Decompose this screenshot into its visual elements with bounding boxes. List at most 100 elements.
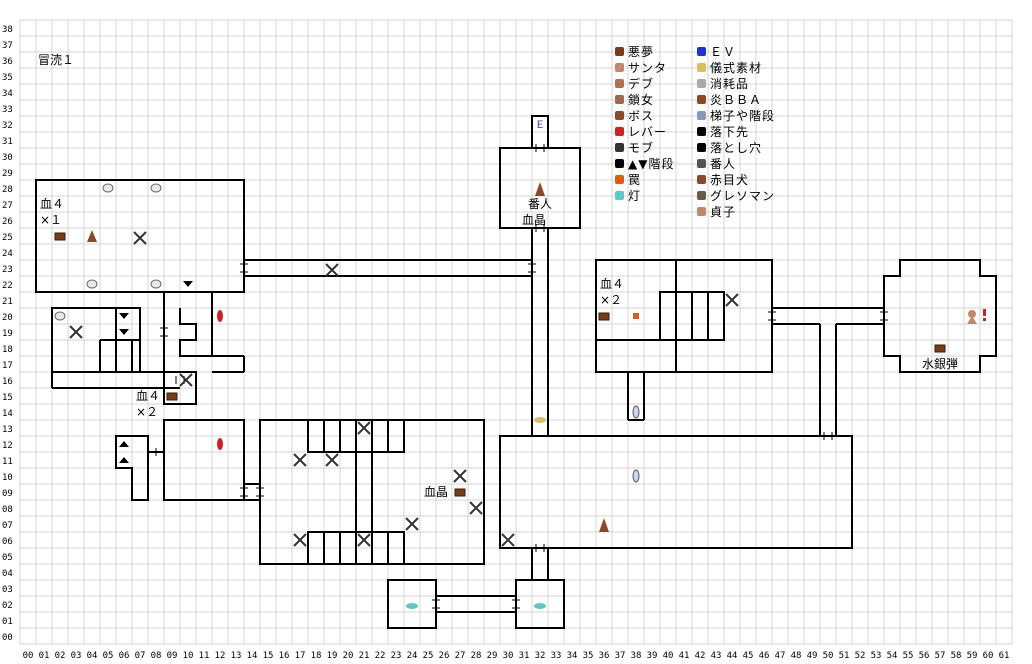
legend-label: モブ [628, 140, 654, 155]
x-axis-label: 40 [663, 651, 674, 661]
x-axis-label: 28 [471, 651, 482, 661]
y-axis-label: 29 [2, 169, 13, 179]
y-axis-label: 23 [2, 265, 13, 275]
x-axis-label: 36 [599, 651, 610, 661]
legend-item: サンタ [615, 61, 666, 75]
guard-icon [697, 159, 706, 168]
santa-icon [615, 63, 624, 72]
x-axis-label: 32 [535, 651, 546, 661]
room-note-times: ×１ [40, 213, 62, 227]
x-axis-label: 47 [775, 651, 786, 661]
boss-icon [615, 111, 624, 120]
legend-item: 罠 [615, 173, 640, 187]
x-axis-label: 21 [359, 651, 370, 661]
legend-item: 赤目犬 [697, 173, 749, 187]
x-axis-label: 02 [55, 651, 66, 661]
y-axis-label: 04 [2, 569, 13, 579]
stairs-down-icon [119, 313, 129, 319]
ladder-icon [697, 111, 706, 120]
x-axis-label: 45 [743, 651, 754, 661]
stairs-up-icon [119, 441, 129, 447]
y-axis-label: 34 [2, 89, 13, 99]
legend-label: 番人 [710, 157, 736, 171]
legend: 悪夢サンタデブ鎖女ボスレバーモブ▲▼階段罠灯ＥＶ儀式素材消耗品炎ＢＢＡ梯子や階段… [615, 45, 775, 219]
ritual-material-icon [697, 63, 706, 72]
consumable-icon [86, 279, 98, 289]
y-axis-label: 09 [2, 489, 13, 499]
consumable-icon [102, 183, 114, 193]
y-axis-label: 25 [2, 233, 13, 243]
mob-icon [725, 293, 739, 307]
ladder-icon [632, 469, 640, 483]
legend-item: グレソマン [697, 189, 775, 203]
y-axis-label: 02 [2, 601, 13, 611]
y-axis-label: 11 [2, 457, 13, 467]
y-axis-label: 18 [2, 345, 13, 355]
x-axis-label: 59 [967, 651, 978, 661]
room-note-blood: 血４ [600, 277, 624, 291]
legend-item: デブ [615, 76, 654, 91]
x-axis-label: 18 [311, 651, 322, 661]
guard-icon [535, 182, 545, 196]
legend-label: 落とし穴 [710, 140, 762, 155]
x-axis-label: 04 [87, 651, 98, 661]
legend-item: 番人 [697, 157, 736, 171]
y-axis-label: 13 [2, 425, 13, 435]
y-axis-label: 31 [2, 137, 13, 147]
x-axis-label: 42 [695, 651, 706, 661]
legend-label: ▲▼階段 [628, 156, 674, 171]
chest-icon [454, 488, 466, 497]
lamp-icon [406, 603, 418, 609]
blood-crystal-icon [217, 310, 223, 322]
x-axis-label: 34 [567, 651, 578, 661]
mob-icon [325, 453, 339, 467]
mob-icon [501, 533, 515, 547]
x-axis-label: 53 [871, 651, 882, 661]
mob-icon [293, 453, 307, 467]
y-axis-label: 20 [2, 313, 13, 323]
guard-label: 番人 [528, 197, 552, 211]
y-axis-label: 36 [2, 57, 13, 67]
x-axis-label: 61 [999, 651, 1010, 661]
room-upper-left [35, 179, 245, 293]
y-axis-label: 07 [2, 521, 13, 531]
room-note-blood: 血４ [136, 389, 160, 403]
legend-item: ボス [615, 109, 653, 123]
x-axis-label: 03 [71, 651, 82, 661]
legend-label: レバー [628, 125, 667, 139]
x-axis-label: 46 [759, 651, 770, 661]
ritual-material-icon [534, 417, 546, 423]
mob-icon [469, 501, 483, 515]
consumable-icon [54, 311, 66, 321]
legend-label: デブ [628, 76, 654, 91]
x-axis-label: 27 [455, 651, 466, 661]
x-axis-label: 16 [279, 651, 290, 661]
sadako-icon [697, 207, 706, 216]
x-axis-label: 23 [391, 651, 402, 661]
x-axis-label: 11 [199, 651, 210, 661]
mob-icon [357, 533, 371, 547]
legend-label: 梯子や階段 [710, 108, 775, 123]
x-axis-label: 01 [39, 651, 50, 661]
x-axis-label: 05 [103, 651, 114, 661]
x-axis-label: 49 [807, 651, 818, 661]
mob-icon [453, 469, 467, 483]
legend-item: 悪夢 [615, 45, 654, 59]
y-axis-label: 24 [2, 249, 13, 259]
y-axis-label: 12 [2, 441, 13, 451]
x-axis-label: 07 [135, 651, 146, 661]
x-axis-label: 31 [519, 651, 530, 661]
chest-icon [598, 312, 610, 321]
x-axis-label: 54 [887, 651, 898, 661]
legend-label: グレソマン [710, 189, 775, 203]
x-axis-label: 35 [583, 651, 594, 661]
stairs-down-icon [119, 329, 129, 335]
y-axis-label: 37 [2, 41, 13, 51]
legend-label: 悪夢 [628, 45, 654, 59]
legend-label: 赤目犬 [710, 173, 749, 187]
room-note-times: ×２ [600, 293, 622, 307]
mob-icon [615, 143, 624, 152]
boss-icon [87, 230, 97, 242]
x-axis-label: 24 [407, 651, 418, 661]
